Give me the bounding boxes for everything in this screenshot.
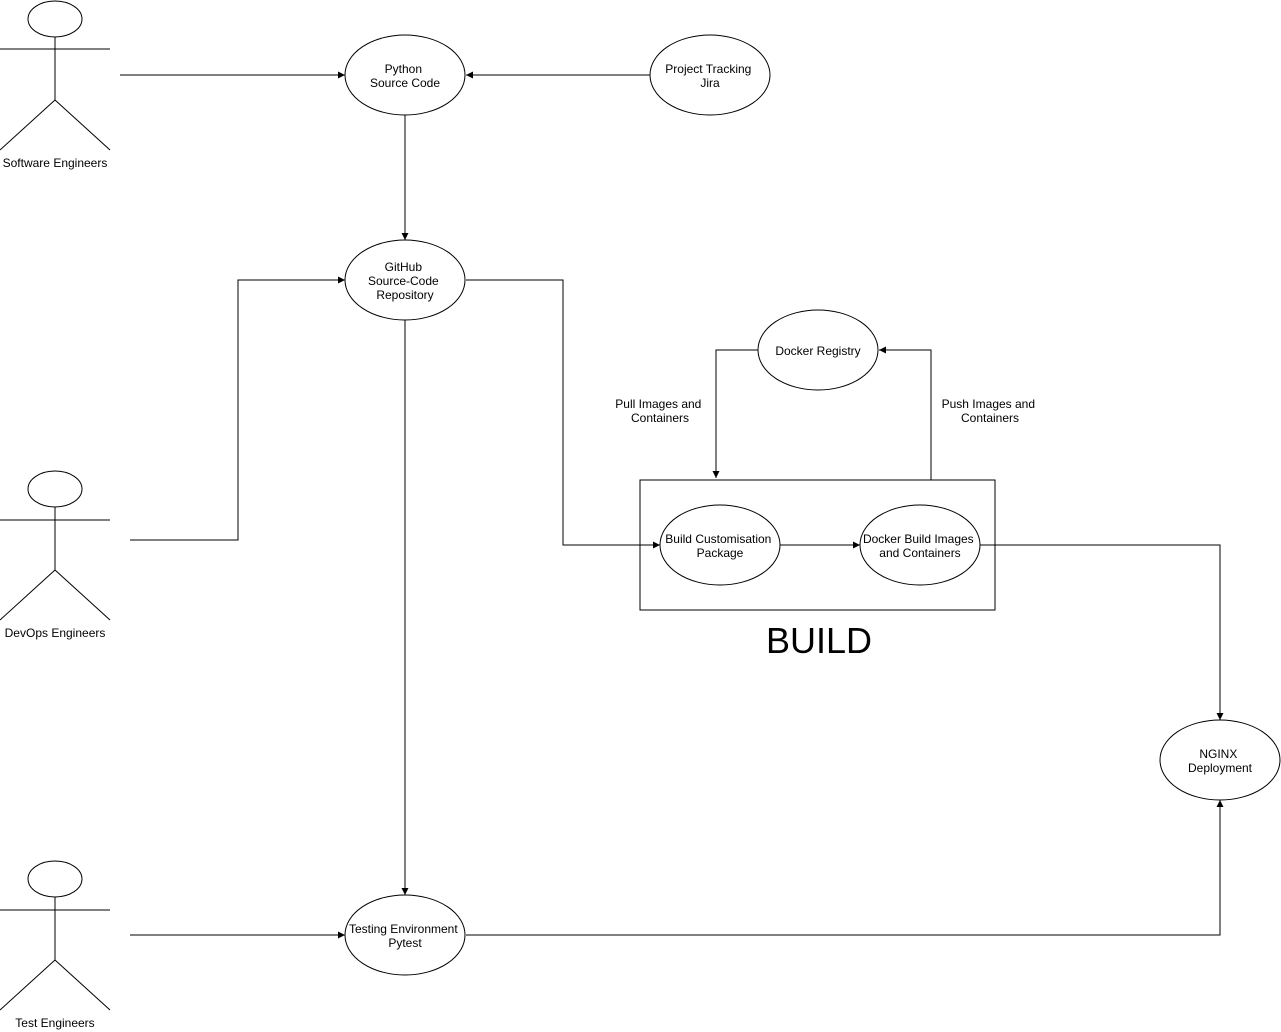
actor-devops-engineers[interactable]: DevOps Engineers bbox=[0, 470, 111, 640]
node-label: Docker Build Images and Containers bbox=[863, 532, 977, 560]
node-label: NGINX Deployment bbox=[1188, 747, 1253, 775]
node-python-source-code[interactable]: Python Source Code bbox=[344, 34, 466, 116]
actor-test-engineers[interactable]: Test Engineers bbox=[0, 860, 111, 1030]
edges bbox=[120, 71, 1224, 939]
edge-devops-to-github bbox=[130, 276, 345, 541]
actor-head bbox=[27, 0, 83, 38]
node-docker-registry[interactable]: Docker Registry bbox=[757, 309, 879, 391]
node-testing-environment[interactable]: Testing Environment Pytest bbox=[344, 894, 466, 976]
node-label: Project Tracking Jira bbox=[665, 62, 754, 90]
actor-label: Test Engineers bbox=[15, 1016, 94, 1030]
node-label: Build Customisation Package bbox=[665, 532, 774, 560]
node-label: Testing Environment Pytest bbox=[349, 922, 461, 950]
edge-github-to-build bbox=[466, 279, 660, 549]
node-project-tracking-jira[interactable]: Project Tracking Jira bbox=[649, 34, 771, 116]
actor-head bbox=[27, 860, 83, 898]
edge-label-push: Push Images and Containers bbox=[942, 397, 1039, 425]
node-docker-build-images[interactable]: Docker Build Images and Containers bbox=[859, 504, 981, 586]
edge-registry-pull bbox=[712, 349, 758, 478]
actor-label: Software Engineers bbox=[3, 156, 108, 170]
edge-testing-to-nginx bbox=[466, 800, 1224, 936]
edge-label-pull: Pull Images and Containers bbox=[615, 397, 704, 425]
actor-head bbox=[27, 470, 83, 508]
node-github-repository[interactable]: GitHub Source-Code Repository bbox=[344, 239, 466, 321]
edge-registry-push bbox=[879, 346, 932, 480]
node-label: GitHub Source-Code Repository bbox=[368, 260, 442, 302]
build-group-label: BUILD bbox=[766, 620, 872, 661]
node-label: Python Source Code bbox=[370, 62, 440, 90]
node-nginx-deployment[interactable]: NGINX Deployment bbox=[1159, 719, 1281, 801]
actor-software-engineers[interactable]: Software Engineers bbox=[0, 0, 111, 170]
node-build-customisation-package[interactable]: Build Customisation Package bbox=[659, 504, 781, 586]
node-label: Docker Registry bbox=[775, 344, 860, 358]
edge-dockerbuild-to-nginx bbox=[980, 544, 1224, 720]
actor-label: DevOps Engineers bbox=[5, 626, 106, 640]
